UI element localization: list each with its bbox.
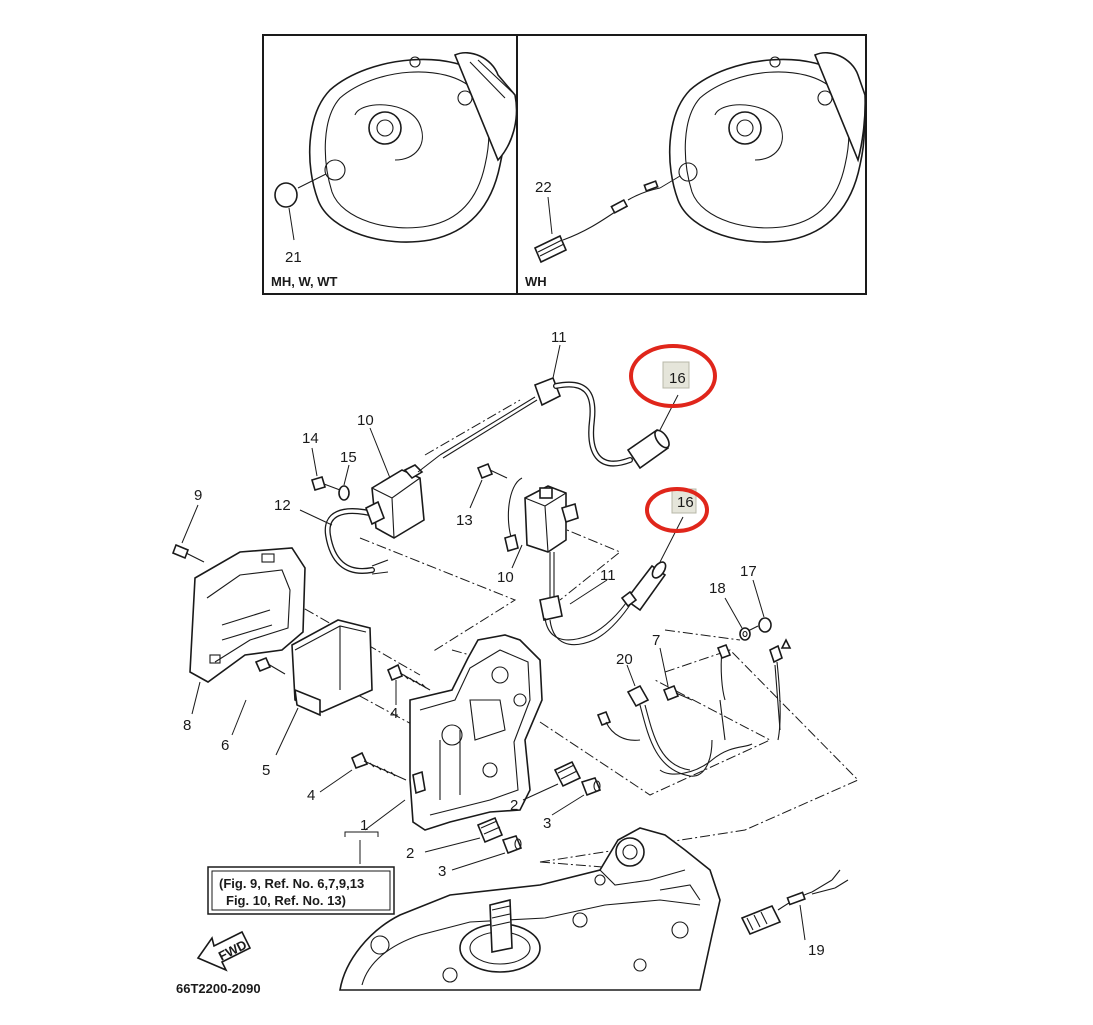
part-12-wire bbox=[299, 508, 389, 575]
part-11-high-tension-cord-upper bbox=[439, 344, 633, 467]
part-17-screw bbox=[745, 579, 772, 633]
panel-label-wh: WH bbox=[525, 274, 547, 289]
part-16-plug-cap-lower bbox=[620, 516, 684, 612]
callout-15: 15 bbox=[340, 449, 357, 466]
power-head-assembly bbox=[339, 827, 721, 991]
part-22-sensor bbox=[533, 175, 681, 264]
callout-16-lower: 16 bbox=[677, 494, 694, 511]
callout-22: 22 bbox=[535, 179, 552, 196]
part-21-grommet bbox=[274, 173, 327, 241]
part-11-high-tension-cord-lower bbox=[539, 552, 633, 646]
fwd-arrow-icon: FWD bbox=[196, 930, 252, 972]
part-20-wire-harness bbox=[596, 638, 792, 777]
callout-16-upper: 16 bbox=[669, 370, 686, 387]
callout-3-upper: 3 bbox=[543, 815, 551, 832]
highlight-circle-16-upper bbox=[629, 344, 717, 408]
callout-12: 12 bbox=[274, 497, 291, 514]
callout-10-lower: 10 bbox=[497, 569, 514, 586]
callout-17: 17 bbox=[740, 563, 757, 580]
part-15-washer bbox=[338, 464, 350, 501]
part-4-bolt-lower bbox=[319, 751, 407, 793]
callout-9: 9 bbox=[194, 487, 202, 504]
part-18-washer bbox=[724, 597, 751, 641]
note-line-2: Fig. 10, Ref. No. 13) bbox=[226, 893, 346, 908]
callout-21: 21 bbox=[285, 249, 302, 266]
flywheel-cover-left bbox=[308, 51, 518, 243]
callout-7: 7 bbox=[652, 632, 660, 649]
callout-11-upper: 11 bbox=[551, 329, 567, 346]
highlight-box-16-lower bbox=[671, 488, 697, 514]
callout-4-lower: 4 bbox=[307, 787, 315, 804]
part-16-plug-cap-upper bbox=[626, 394, 679, 470]
callout-10-upper: 10 bbox=[357, 412, 374, 429]
part-6-screw bbox=[231, 656, 286, 736]
callout-6: 6 bbox=[221, 737, 229, 754]
callout-1: 1 bbox=[360, 817, 368, 834]
part-8-bracket bbox=[189, 547, 306, 715]
part-7-bolt bbox=[659, 647, 693, 702]
callout-2-lower: 2 bbox=[406, 845, 414, 862]
part-9-bolt bbox=[171, 504, 205, 563]
part-14-bolt bbox=[311, 447, 341, 491]
part-10-ignition-coil-upper bbox=[364, 427, 441, 539]
callout-14: 14 bbox=[302, 430, 319, 447]
callout-5: 5 bbox=[262, 762, 270, 779]
part-3-collar-lower bbox=[451, 835, 523, 871]
flywheel-cover-right bbox=[668, 51, 866, 243]
part-2-grommet-upper bbox=[522, 760, 582, 801]
highlight-box-16-upper bbox=[662, 361, 690, 389]
callout-11-lower: 11 bbox=[600, 567, 616, 584]
callout-8: 8 bbox=[183, 717, 191, 734]
callout-3-lower: 3 bbox=[438, 863, 446, 880]
highlight-circle-16-lower bbox=[645, 487, 709, 533]
part-4-bolt-upper bbox=[386, 663, 431, 705]
note-line-1: (Fig. 9, Ref. No. 6,7,9,13 bbox=[219, 876, 364, 891]
callout-2-upper: 2 bbox=[510, 797, 518, 814]
part-19-sensor bbox=[740, 869, 849, 941]
part-1-base-plate bbox=[364, 634, 543, 831]
callout-19: 19 bbox=[808, 942, 825, 959]
callout-4-upper: 4 bbox=[390, 705, 398, 722]
part-2-grommet-lower bbox=[424, 816, 504, 853]
drawing-number: 66T2200-2090 bbox=[176, 981, 261, 996]
part-3-collar-upper bbox=[551, 777, 602, 816]
callout-13: 13 bbox=[456, 512, 473, 529]
reference-note-box: (Fig. 9, Ref. No. 6,7,9,13 Fig. 10, Ref.… bbox=[207, 866, 395, 915]
panel-label-mh-w-wt: MH, W, WT bbox=[271, 274, 337, 289]
bracket-indicator bbox=[344, 831, 379, 864]
callout-18: 18 bbox=[709, 580, 726, 597]
fwd-label: FWD bbox=[216, 937, 249, 964]
part-10-ignition-coil-lower bbox=[504, 477, 579, 569]
part-5-cdi-unit bbox=[275, 619, 373, 756]
callout-20: 20 bbox=[616, 651, 633, 668]
part-13-bolt bbox=[469, 462, 508, 509]
